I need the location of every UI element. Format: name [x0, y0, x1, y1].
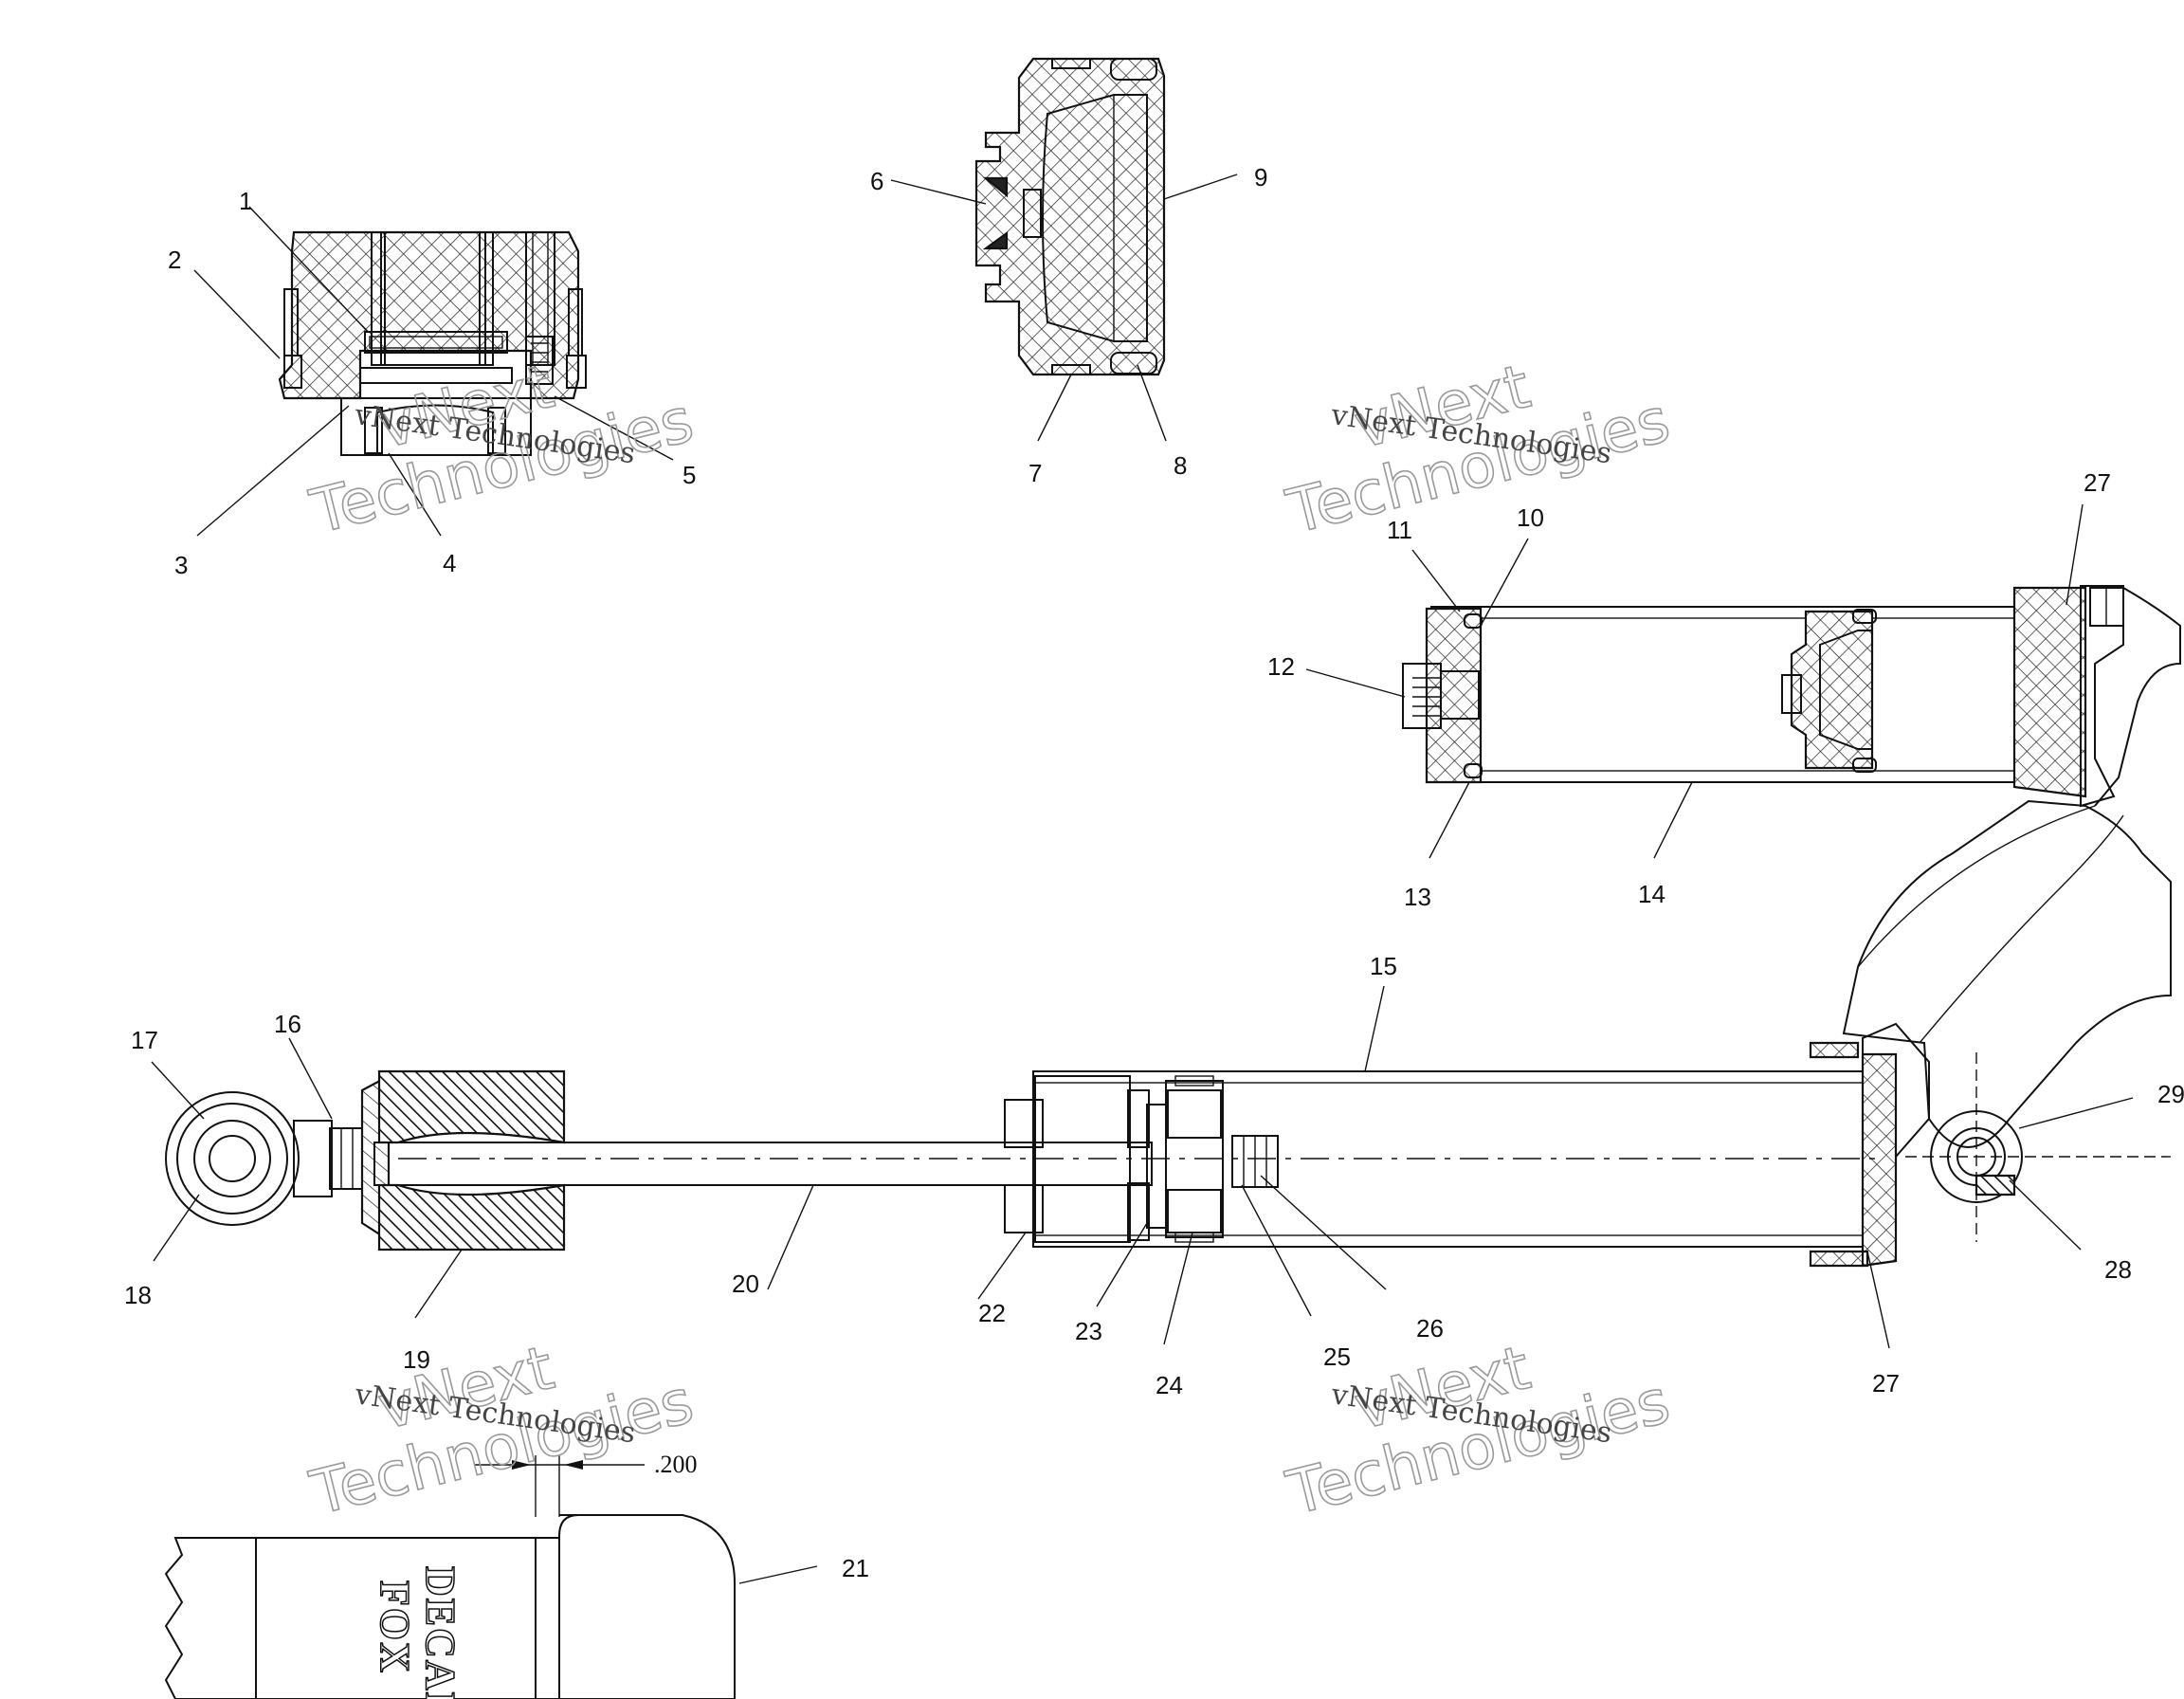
- callout-23: 23: [1075, 1317, 1102, 1345]
- callout-17: 17: [131, 1026, 158, 1054]
- callout-26: 26: [1416, 1314, 1444, 1343]
- callout-13: 13: [1404, 883, 1431, 911]
- callout-2: 2: [168, 246, 181, 274]
- callout-8: 8: [1174, 451, 1187, 480]
- callout-18: 18: [124, 1281, 152, 1309]
- callout-22: 22: [978, 1299, 1006, 1327]
- seal-head-assembly: [278, 230, 587, 456]
- callout-10: 10: [1517, 503, 1544, 532]
- callout-labels: 1 2 3 4 5 6 7 8 9 10 11 12 13 14 15 16 1…: [124, 163, 2184, 1582]
- callout-9: 9: [1254, 163, 1267, 192]
- dimension-label: .200: [654, 1451, 698, 1478]
- decal-line-1: FOX: [372, 1580, 418, 1674]
- seal-head-leaders: [193, 206, 674, 537]
- callout-6: 6: [870, 167, 883, 195]
- floating-piston-leaders: [890, 174, 1238, 442]
- reservoir-leaders: [1305, 503, 2084, 859]
- callout-14: 14: [1638, 880, 1665, 908]
- callout-27-bottom: 27: [1872, 1369, 1900, 1398]
- callout-12: 12: [1267, 652, 1295, 681]
- callout-16: 16: [274, 1010, 301, 1038]
- floating-piston: [974, 57, 1166, 376]
- callout-1: 1: [239, 187, 252, 215]
- callout-27-top: 27: [2084, 468, 2111, 497]
- callout-4: 4: [443, 549, 456, 577]
- shock-body-leaders: [151, 985, 2134, 1349]
- callout-5: 5: [682, 461, 696, 489]
- callout-15: 15: [1370, 952, 1397, 980]
- decal-text: FOX DECAL: [371, 1565, 464, 1699]
- callout-19: 19: [403, 1345, 430, 1374]
- callout-25: 25: [1323, 1343, 1351, 1371]
- callout-28: 28: [2104, 1255, 2132, 1284]
- reservoir-assembly: [1402, 585, 2181, 808]
- decal-detail: [164, 1455, 818, 1699]
- callout-7: 7: [1028, 459, 1042, 487]
- callout-20: 20: [732, 1270, 759, 1298]
- shock-body: [165, 799, 2172, 1268]
- callout-21: 21: [842, 1554, 869, 1582]
- callout-29: 29: [2157, 1080, 2184, 1108]
- callout-11: 11: [1387, 516, 1412, 544]
- decal-line-2: DECAL: [417, 1566, 464, 1699]
- callout-24: 24: [1156, 1371, 1183, 1399]
- callout-3: 3: [174, 551, 188, 579]
